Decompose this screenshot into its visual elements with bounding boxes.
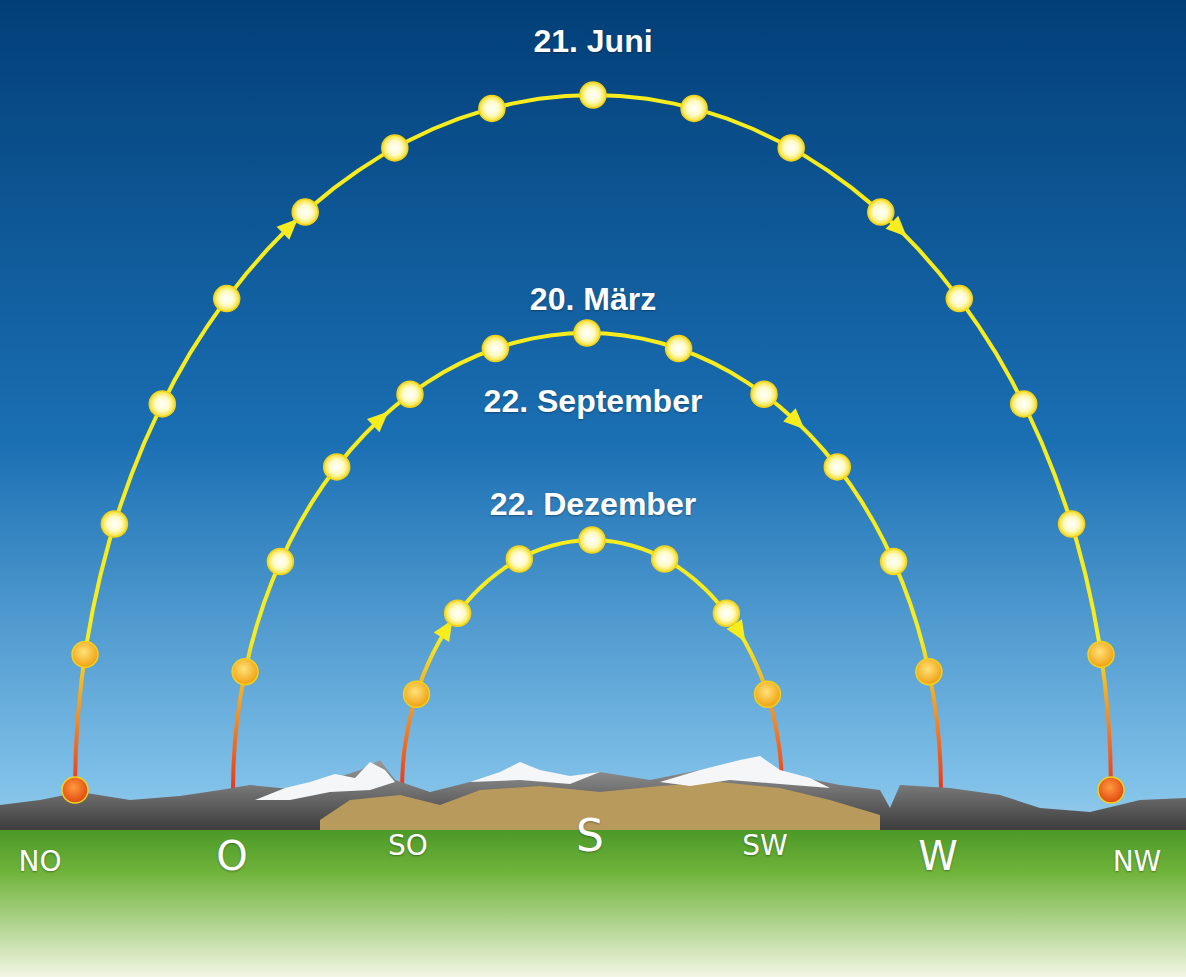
date-label: 22. Dezember <box>490 487 696 522</box>
direction-arrow <box>277 219 298 240</box>
sun-dot <box>1088 641 1114 667</box>
sun-dot <box>778 135 804 161</box>
sun-dot <box>868 199 894 225</box>
date-label: 22. September <box>484 384 703 419</box>
compass-direction: O <box>216 834 247 878</box>
snow-peak <box>470 762 600 784</box>
sun-paths <box>75 95 1111 790</box>
compass-direction: S <box>576 812 604 860</box>
sun-dot <box>62 777 88 803</box>
sun-dot <box>579 527 605 553</box>
sun-dot <box>824 454 850 480</box>
sun-dot <box>666 336 692 362</box>
sun-dot <box>681 95 707 121</box>
sun-arc <box>75 95 1111 790</box>
sun-dot <box>267 549 293 575</box>
sun-dot <box>324 454 350 480</box>
sun-dot <box>404 681 430 707</box>
sun-dot <box>580 82 606 108</box>
sun-dot <box>149 391 175 417</box>
compass-direction: W <box>918 834 958 878</box>
sun-dot <box>713 600 739 626</box>
sun-dot <box>72 641 98 667</box>
compass-direction: NO <box>19 847 62 878</box>
date-label: 20. März <box>530 282 656 317</box>
sun-dot <box>652 546 678 572</box>
compass-direction: SW <box>742 831 787 862</box>
compass-direction: SO <box>388 831 428 862</box>
sun-dot <box>397 381 423 407</box>
sun-dot <box>101 511 127 537</box>
sun-dot <box>479 95 505 121</box>
sun-dot <box>1098 777 1124 803</box>
snow-peak <box>255 762 395 800</box>
sun-dot <box>946 286 972 312</box>
sun-dot <box>482 336 508 362</box>
sun-arc <box>402 540 782 790</box>
sun-dot <box>292 199 318 225</box>
sun-positions <box>62 82 1124 803</box>
sun-dot <box>214 286 240 312</box>
sun-dot <box>916 659 942 685</box>
sun-dot <box>382 135 408 161</box>
sun-dot <box>881 549 907 575</box>
sun-dot <box>445 600 471 626</box>
compass-direction: NW <box>1113 847 1162 878</box>
sun-dot <box>751 381 777 407</box>
sun-dot <box>574 320 600 346</box>
direction-arrow <box>367 411 388 432</box>
date-label: 21. Juni <box>533 24 652 59</box>
sun-dot <box>506 546 532 572</box>
sun-dot <box>1059 511 1085 537</box>
direction-arrow <box>783 408 804 429</box>
snow-peak <box>660 756 830 788</box>
sun-dot <box>232 659 258 685</box>
sun-dot <box>755 681 781 707</box>
sun-arc <box>233 333 941 790</box>
sun-dot <box>1011 391 1037 417</box>
